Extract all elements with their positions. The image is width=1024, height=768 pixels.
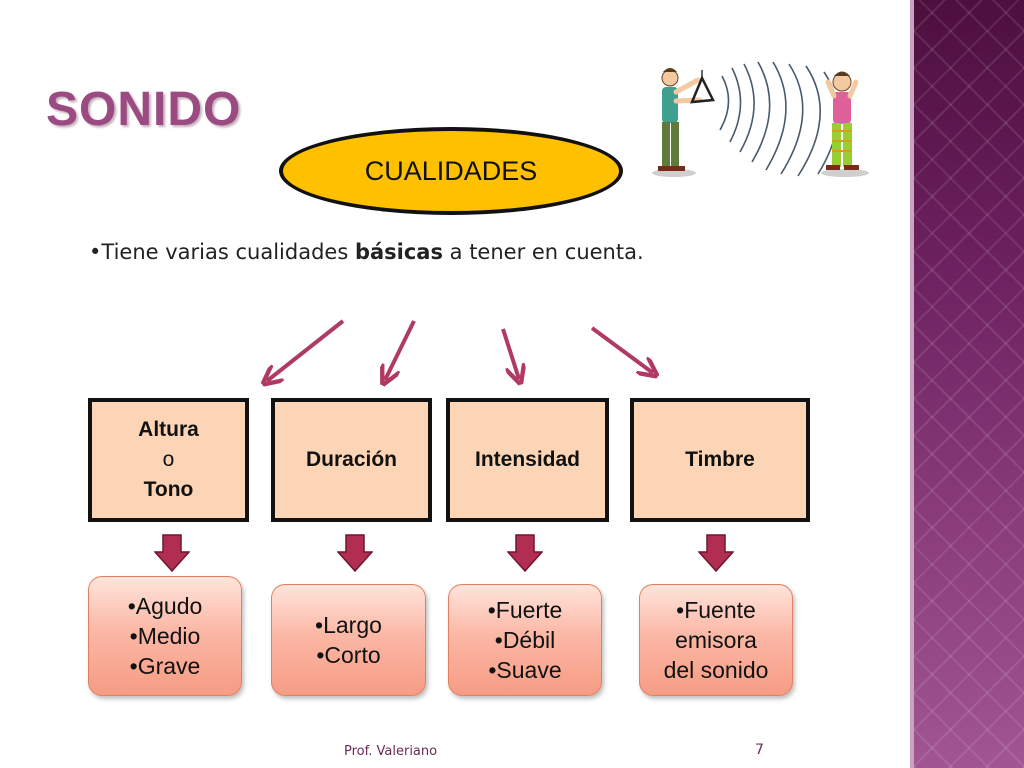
result-altura-line: •Grave xyxy=(129,653,201,679)
category-intensidad: Intensidad xyxy=(446,398,609,522)
intro-bold-word: básicas xyxy=(354,240,443,264)
sound-illustration xyxy=(652,61,869,177)
category-label-tono: Tono xyxy=(143,478,194,501)
result-intensidad-line: •Fuerte xyxy=(487,597,563,623)
slide-title: SONIDO xyxy=(46,83,242,136)
intro-suffix: a tener en cuenta. xyxy=(442,240,644,264)
category-label-duracion: Duración xyxy=(305,448,397,471)
result-timbre-line: del sonido xyxy=(663,657,769,683)
result-intensidad-line: •Débil xyxy=(494,627,556,653)
down-arrow-icon xyxy=(337,534,373,572)
result-timbre-line: •Fuente xyxy=(676,597,756,623)
result-altura-line: •Agudo xyxy=(127,593,203,619)
arrow-to-intensidad xyxy=(501,328,519,379)
central-ellipse: CUALIDADES xyxy=(279,127,623,215)
result-duracion-line: •Corto xyxy=(316,642,381,668)
category-label-intensidad: Intensidad xyxy=(474,448,580,471)
category-label-timbre: Timbre xyxy=(685,448,755,471)
page-number: 7 xyxy=(755,742,764,758)
central-label: CUALIDADES xyxy=(364,155,538,186)
arrow-to-duracion xyxy=(385,320,416,380)
down-arrow-icon xyxy=(154,534,190,572)
result-altura: •Agudo •Medio •Grave xyxy=(88,576,242,696)
side-decorative-band xyxy=(914,0,1024,768)
category-duracion: Duración xyxy=(271,398,432,522)
result-duracion-line: •Largo xyxy=(315,612,382,638)
arrow-to-altura xyxy=(267,319,345,381)
side-band-divider xyxy=(910,0,914,768)
result-altura-line: •Medio xyxy=(129,623,201,649)
intro-prefix: •Tiene varias cualidades xyxy=(89,240,355,264)
ears-covered-figure-icon xyxy=(821,71,869,177)
intro-text: •Tiene varias cualidades básicas a tener… xyxy=(89,240,644,264)
result-intensidad-line: •Suave xyxy=(488,657,562,683)
down-arrow-icon xyxy=(507,534,543,572)
arrow-to-timbre xyxy=(590,326,653,373)
result-duracion: •Largo •Corto xyxy=(271,584,426,696)
category-label-altura: Altura xyxy=(138,418,199,441)
result-timbre: •Fuente emisora del sonido xyxy=(639,584,793,696)
category-label-o: o xyxy=(162,448,175,471)
category-altura-tono: Altura o Tono xyxy=(88,398,249,522)
result-intensidad: •Fuerte •Débil •Suave xyxy=(448,584,602,696)
category-timbre: Timbre xyxy=(630,398,810,522)
triangle-player-figure-icon xyxy=(652,68,715,177)
footer-author: Prof. Valeriano xyxy=(344,744,438,759)
result-timbre-line: emisora xyxy=(675,627,757,653)
down-arrow-icon xyxy=(698,534,734,572)
